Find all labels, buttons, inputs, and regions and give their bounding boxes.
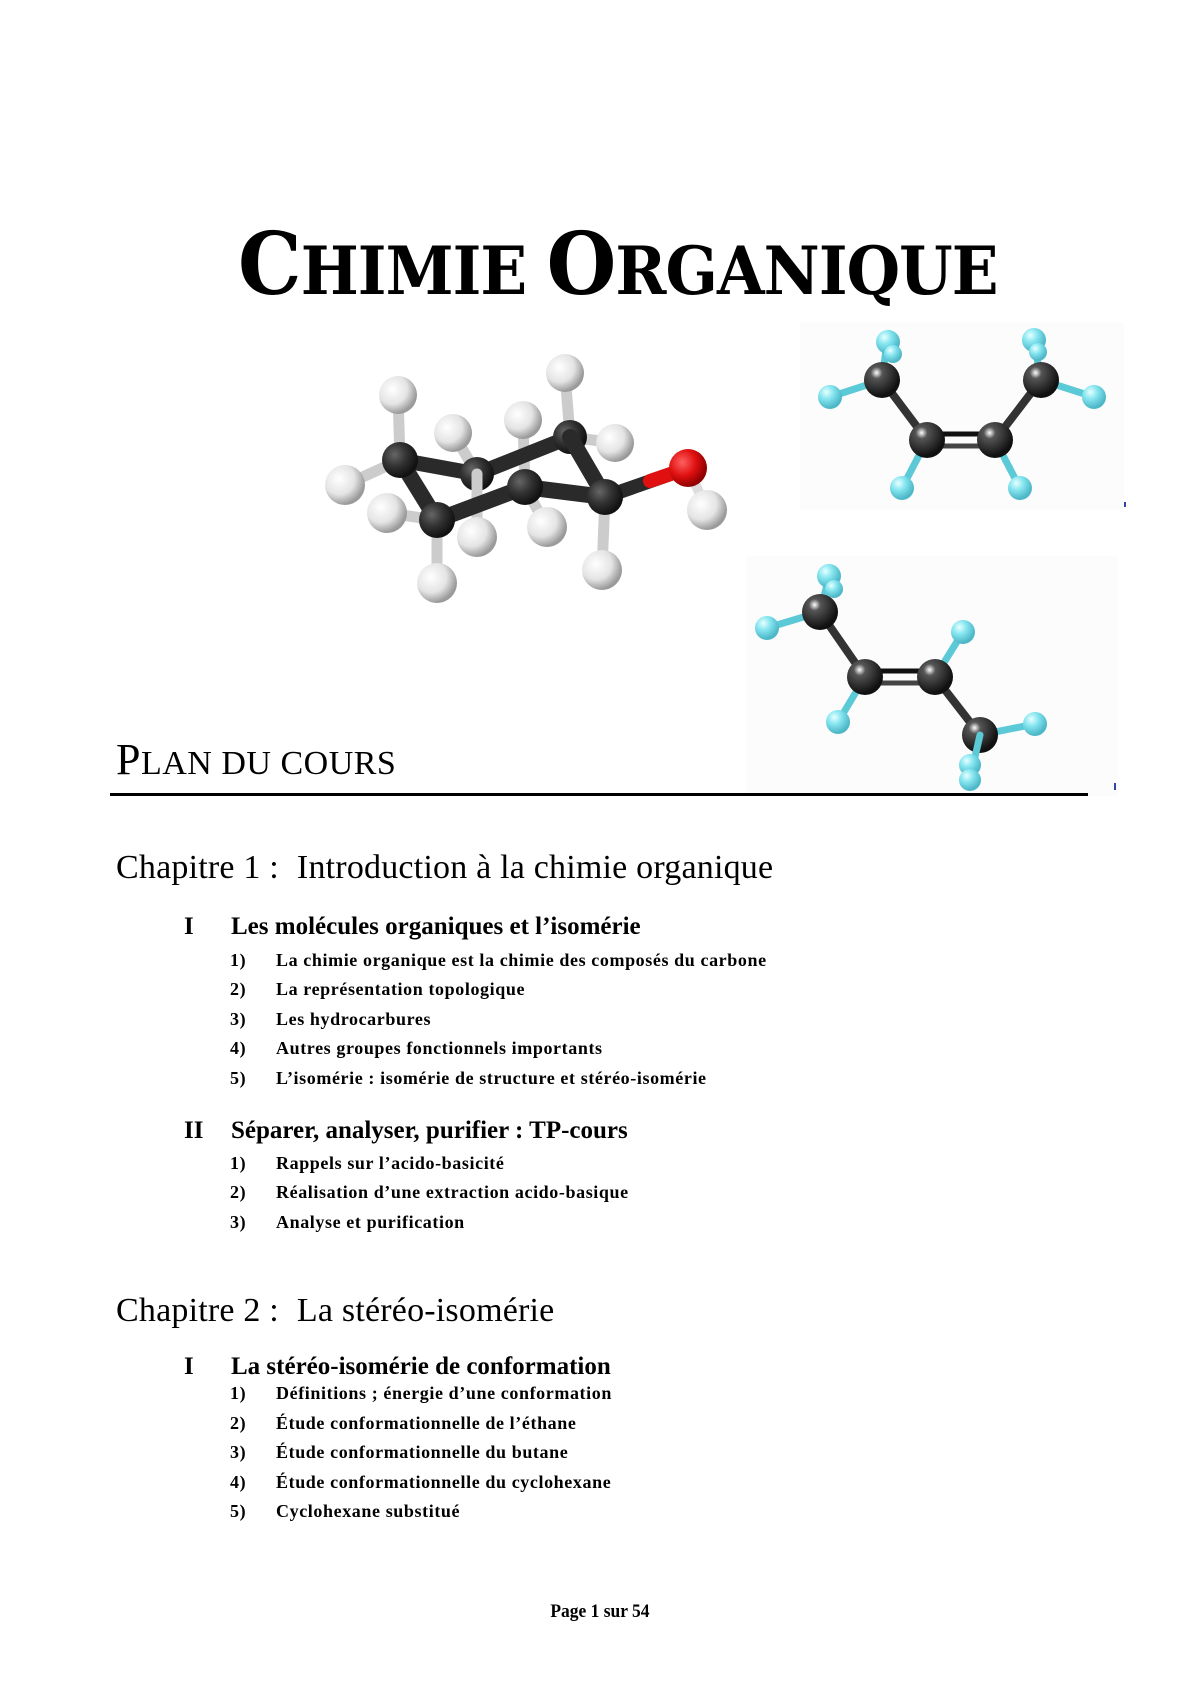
section-title: Les molécules organiques et l’isomérie bbox=[231, 913, 641, 940]
item-text: Étude conformationnelle du cyclohexane bbox=[276, 1472, 612, 1492]
item-number: 3) bbox=[230, 1442, 247, 1462]
title-word-1: HIMIE bbox=[300, 232, 547, 310]
item-number: 1) bbox=[230, 1383, 247, 1403]
heading-rule bbox=[110, 793, 1088, 796]
item-text: La représentation topologique bbox=[276, 979, 526, 999]
page-footer: Page 1 sur 54 bbox=[0, 1602, 1200, 1621]
item-text: Étude conformationnelle du butane bbox=[276, 1442, 569, 1462]
page-number: Page 1 sur 54 bbox=[550, 1601, 650, 1622]
item-number: 2) bbox=[230, 1182, 247, 1202]
item-text: Définitions ; énergie d’une conformation bbox=[276, 1383, 612, 1403]
chapter-title: La stéréo-isomérie bbox=[296, 1292, 555, 1329]
section-number: I bbox=[184, 1353, 194, 1380]
item-text: Les hydrocarbures bbox=[276, 1009, 432, 1029]
item-text: Rappels sur l’acido-basicité bbox=[276, 1153, 505, 1173]
section-number: II bbox=[184, 1117, 204, 1144]
item-number: 3) bbox=[230, 1212, 247, 1232]
section-title: La stéréo-isomérie de conformation bbox=[231, 1353, 611, 1380]
title-word-2: RGANIQUE bbox=[615, 232, 998, 310]
item-number: 1) bbox=[230, 950, 247, 970]
trans-butene-molecule-image bbox=[746, 556, 1118, 796]
item-text: Étude conformationnelle de l’éthane bbox=[276, 1413, 577, 1433]
item-text: Cyclohexane substitué bbox=[276, 1501, 461, 1521]
stray-mark bbox=[1114, 783, 1116, 790]
chapter-title: Introduction à la chimie organique bbox=[296, 849, 774, 886]
plan-heading: PLAN DU COURS bbox=[116, 738, 396, 782]
item-text: Autres groupes fonctionnels importants bbox=[276, 1038, 603, 1058]
chapter-label: Chapitre 2 : bbox=[116, 1292, 279, 1329]
item-number: 2) bbox=[230, 1413, 247, 1433]
title-initial: C bbox=[238, 214, 302, 315]
plan-rest: LAN DU COURS bbox=[140, 745, 397, 782]
item-number: 4) bbox=[230, 1472, 247, 1492]
cyclohexanol-molecule-image bbox=[325, 354, 727, 603]
item-text: Réalisation d’une extraction acido-basiq… bbox=[276, 1182, 629, 1202]
document-title: CHIMIE ORGANIQUE bbox=[238, 222, 999, 310]
item-number: 4) bbox=[230, 1038, 247, 1058]
chapter-heading: Chapitre 2 : La stéréo-isomérie bbox=[116, 1294, 554, 1328]
item-text: Analyse et purification bbox=[276, 1212, 465, 1232]
title-initial-2: O bbox=[546, 214, 617, 315]
chapter-heading: Chapitre 1 : Introduction à la chimie org… bbox=[116, 851, 773, 885]
item-number: 5) bbox=[230, 1501, 247, 1521]
item-number: 3) bbox=[230, 1009, 247, 1029]
item-number: 2) bbox=[230, 979, 247, 999]
stray-mark bbox=[1124, 502, 1126, 507]
section-title: Séparer, analyser, purifier : TP-cours bbox=[231, 1117, 628, 1144]
item-text: L’isomérie : isomérie de structure et st… bbox=[276, 1068, 707, 1088]
item-text: La chimie organique est la chimie des co… bbox=[276, 950, 767, 970]
cis-butene-molecule-image bbox=[800, 322, 1124, 510]
item-number: 5) bbox=[230, 1068, 247, 1088]
plan-initial: P bbox=[116, 735, 141, 784]
item-number: 1) bbox=[230, 1153, 247, 1173]
chapter-label: Chapitre 1 : bbox=[116, 849, 279, 886]
section-number: I bbox=[184, 913, 194, 940]
